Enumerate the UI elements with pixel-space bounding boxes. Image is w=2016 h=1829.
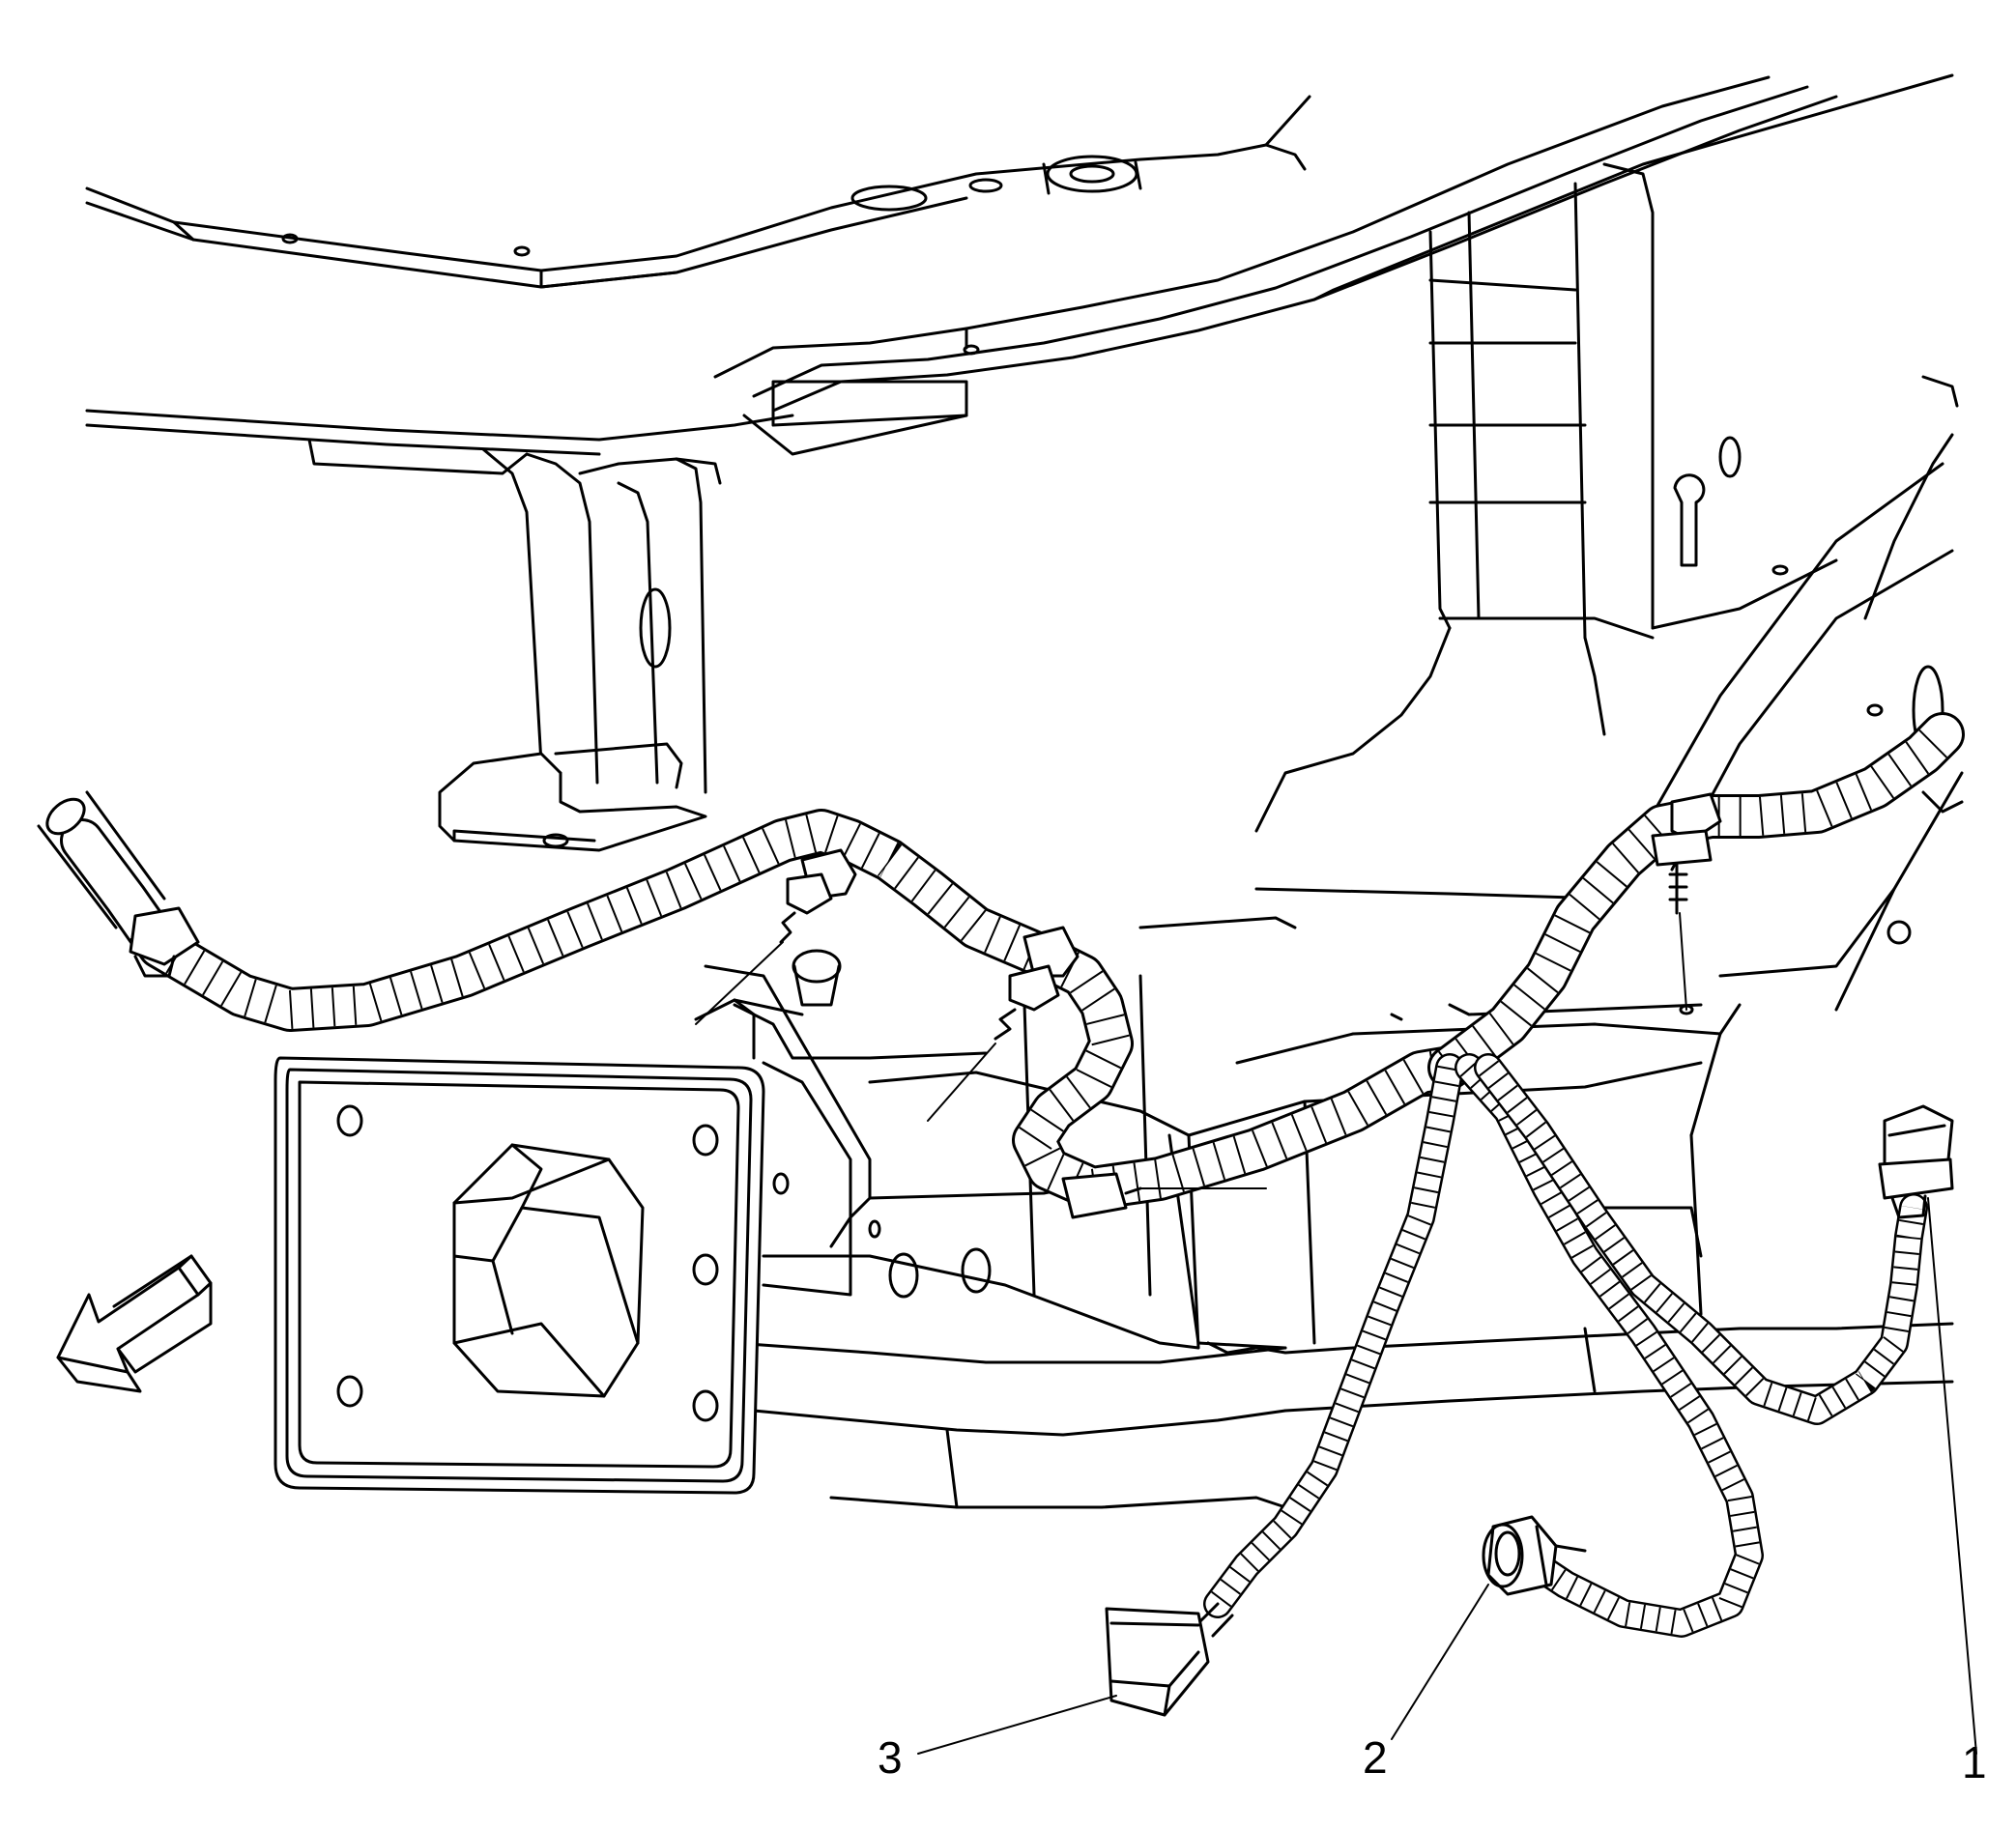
leader-lines [917,1197,1977,1755]
callout-3-label: 3 [878,1732,903,1783]
right-body-panel [1673,375,1964,1012]
roof-rail [539,73,1954,413]
wire-to-connector-2 [1454,1053,1764,1638]
callout-2-label: 2 [1363,1732,1388,1783]
harness-clip-4 [1061,1172,1267,1219]
loose-fastener [792,949,842,1007]
harness-clip-2 [927,926,1080,1122]
wire-to-connector-3 [1196,1053,1464,1638]
connector-1 [1878,1104,1954,1219]
harness-clip-3 [1651,792,1722,1015]
harness-right-branch [1427,712,1965,1090]
callout-1-label: 1 [1962,1737,1987,1787]
central-column [1254,162,1954,900]
harness-clip-1 [695,848,857,1025]
cross-beam [85,380,968,475]
upper-body-panel [85,95,1311,289]
connector-3 [1105,1607,1210,1717]
connector-2 [1482,1515,1587,1596]
forward-direction-arrow-icon [56,1254,213,1393]
hitch-receiver-plate [274,1056,765,1495]
vertical-pillar [438,447,722,852]
wire-to-connector-1 [1474,1053,1928,1425]
